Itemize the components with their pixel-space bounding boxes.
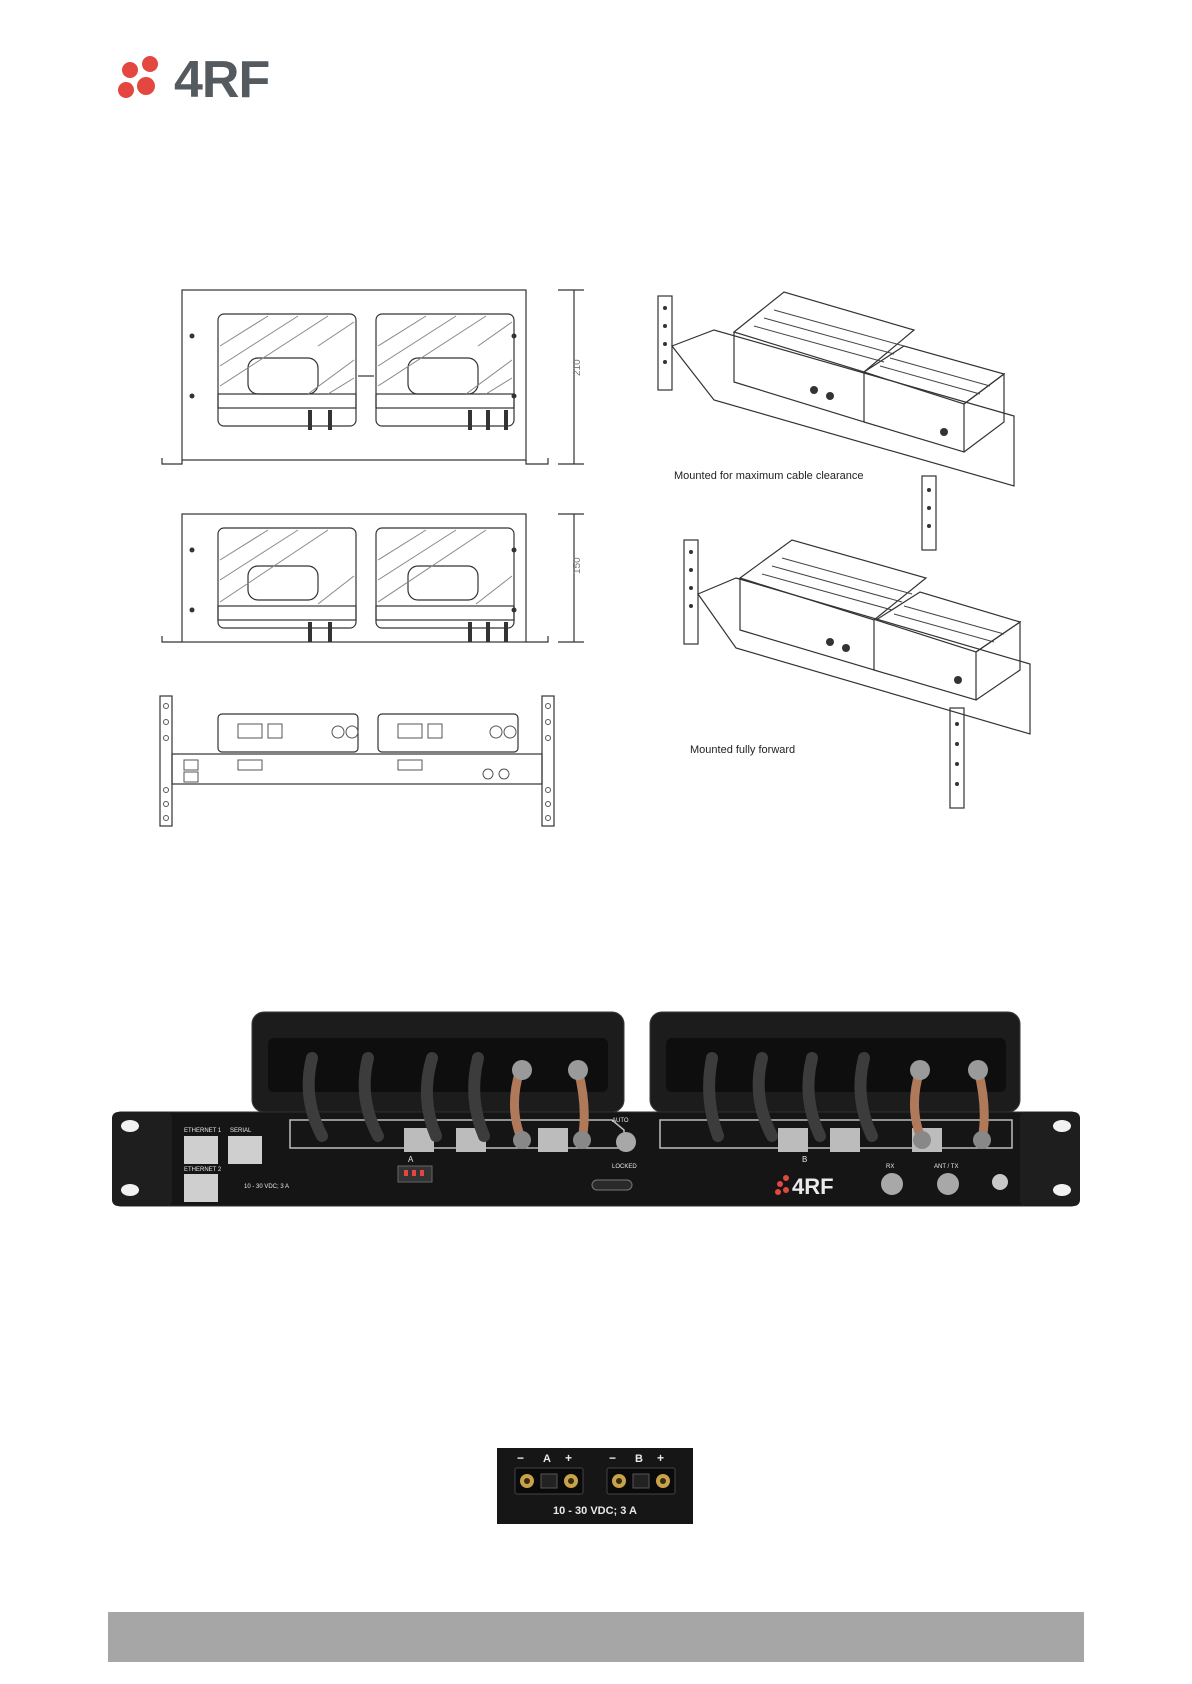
isometric-drawing-fully-forward	[680, 538, 1060, 814]
isometric-drawing-max-clearance	[654, 286, 1054, 568]
front-view-drawing-210	[158, 286, 598, 468]
front-view-drawing-150	[158, 510, 598, 650]
label-power-rating: 10 - 30 VDC; 3 A	[244, 1184, 289, 1190]
rack-front-drawing	[158, 694, 558, 828]
caption-max-cable-clearance: Mounted for maximum cable clearance	[674, 470, 864, 482]
connector-plus-b: +	[657, 1451, 664, 1465]
connector-minus-a: −	[517, 1451, 524, 1465]
footer-bar	[108, 1612, 1084, 1662]
label-serial: SERIAL	[230, 1128, 252, 1134]
label-ethernet-1: ETHERNET 1	[184, 1128, 222, 1134]
label-ethernet-2: ETHERNET 2	[184, 1167, 222, 1173]
rack-front-panel-photo: ETHERNET 1 ETHERNET 2 SERIAL 10 - 30 VDC…	[112, 1008, 1080, 1212]
connector-label-a: A	[543, 1453, 551, 1465]
dimension-label-210: 210	[572, 359, 583, 376]
rack-brand-label: 4RF	[792, 1174, 834, 1199]
logo-mark-icon	[116, 52, 172, 108]
power-connector-photo: − A + − B + 10 - 30 VDC; 3 A	[497, 1448, 693, 1524]
dimension-label-150: 150	[572, 557, 583, 574]
logo-wordmark: 4RF	[174, 52, 269, 108]
label-section-a: A	[408, 1155, 414, 1164]
connector-label-b: B	[635, 1453, 643, 1465]
label-auto: AUTO	[612, 1118, 629, 1124]
label-locked: LOCKED	[612, 1164, 637, 1170]
connector-plus-a: +	[565, 1451, 572, 1465]
label-section-b: B	[802, 1155, 807, 1164]
connector-minus-b: −	[609, 1451, 616, 1465]
caption-mounted-fully-forward: Mounted fully forward	[690, 744, 795, 756]
label-rx: RX	[886, 1164, 894, 1170]
label-ant-tx: ANT / TX	[934, 1164, 958, 1170]
company-logo: 4RF	[116, 52, 296, 108]
connector-rating: 10 - 30 VDC; 3 A	[553, 1505, 637, 1517]
